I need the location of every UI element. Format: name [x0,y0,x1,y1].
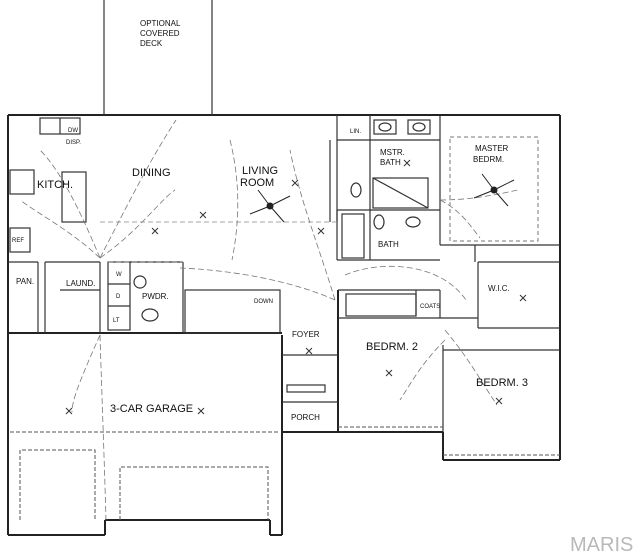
watermark-logo: MARIS [570,534,633,555]
dryer-label: D [116,294,121,300]
deck-label-line2: COVERED [140,29,180,38]
bath-label: BATH [378,240,399,249]
washer-label: W [116,272,122,278]
porch-label: PORCH [291,413,320,422]
master-bedroom-label-line2: BEDRM. [473,155,504,164]
laundry-label: LAUND. [66,279,95,288]
master-bath-label-line1: MSTR. [380,148,405,157]
ceiling-fan-icon [473,173,515,207]
soffit-lines [100,221,337,263]
wic-label: W.I.C. [488,284,510,293]
stair-down-label: DOWN [254,299,273,305]
master-bedroom-label-line1: MASTER [475,144,509,153]
coats-label: COATS [420,304,440,310]
living-label-line2: ROOM [240,177,274,189]
lt-label: LT [113,318,120,324]
room-labels: OPTIONAL COVERED DECK KITCH. DINING LIVI… [12,19,528,422]
pantry-label: PAN. [16,277,34,286]
linen-label: LIN. [350,129,361,135]
light-fixtures [65,159,527,415]
dishwasher-label: DW [68,128,78,134]
covered-deck [103,0,213,115]
ceiling-fan-icon [249,189,291,223]
living-label-line1: LIVING [242,165,278,177]
bedroom3-label: BEDRM. 3 [476,377,528,389]
foyer-label: FOYER [292,330,320,339]
refrigerator-label: REF [12,238,24,244]
master-bath-label-line2: BATH [380,158,401,167]
deck-label-line1: OPTIONAL [140,19,181,28]
dining-label: DINING [132,167,171,179]
garage-label: 3-CAR GARAGE [110,403,193,415]
kitchen-label: KITCH. [37,179,73,191]
electrical-wiring [19,119,519,521]
walls [7,114,561,536]
disposal-label: DISP. [66,140,81,146]
powder-label: PWDR. [142,292,169,301]
bedroom2-label: BEDRM. 2 [366,341,418,353]
tray-ceiling [449,136,539,242]
interior-walls [8,115,560,432]
deck-label-line3: DECK [140,39,163,48]
garage-doors [10,426,560,520]
